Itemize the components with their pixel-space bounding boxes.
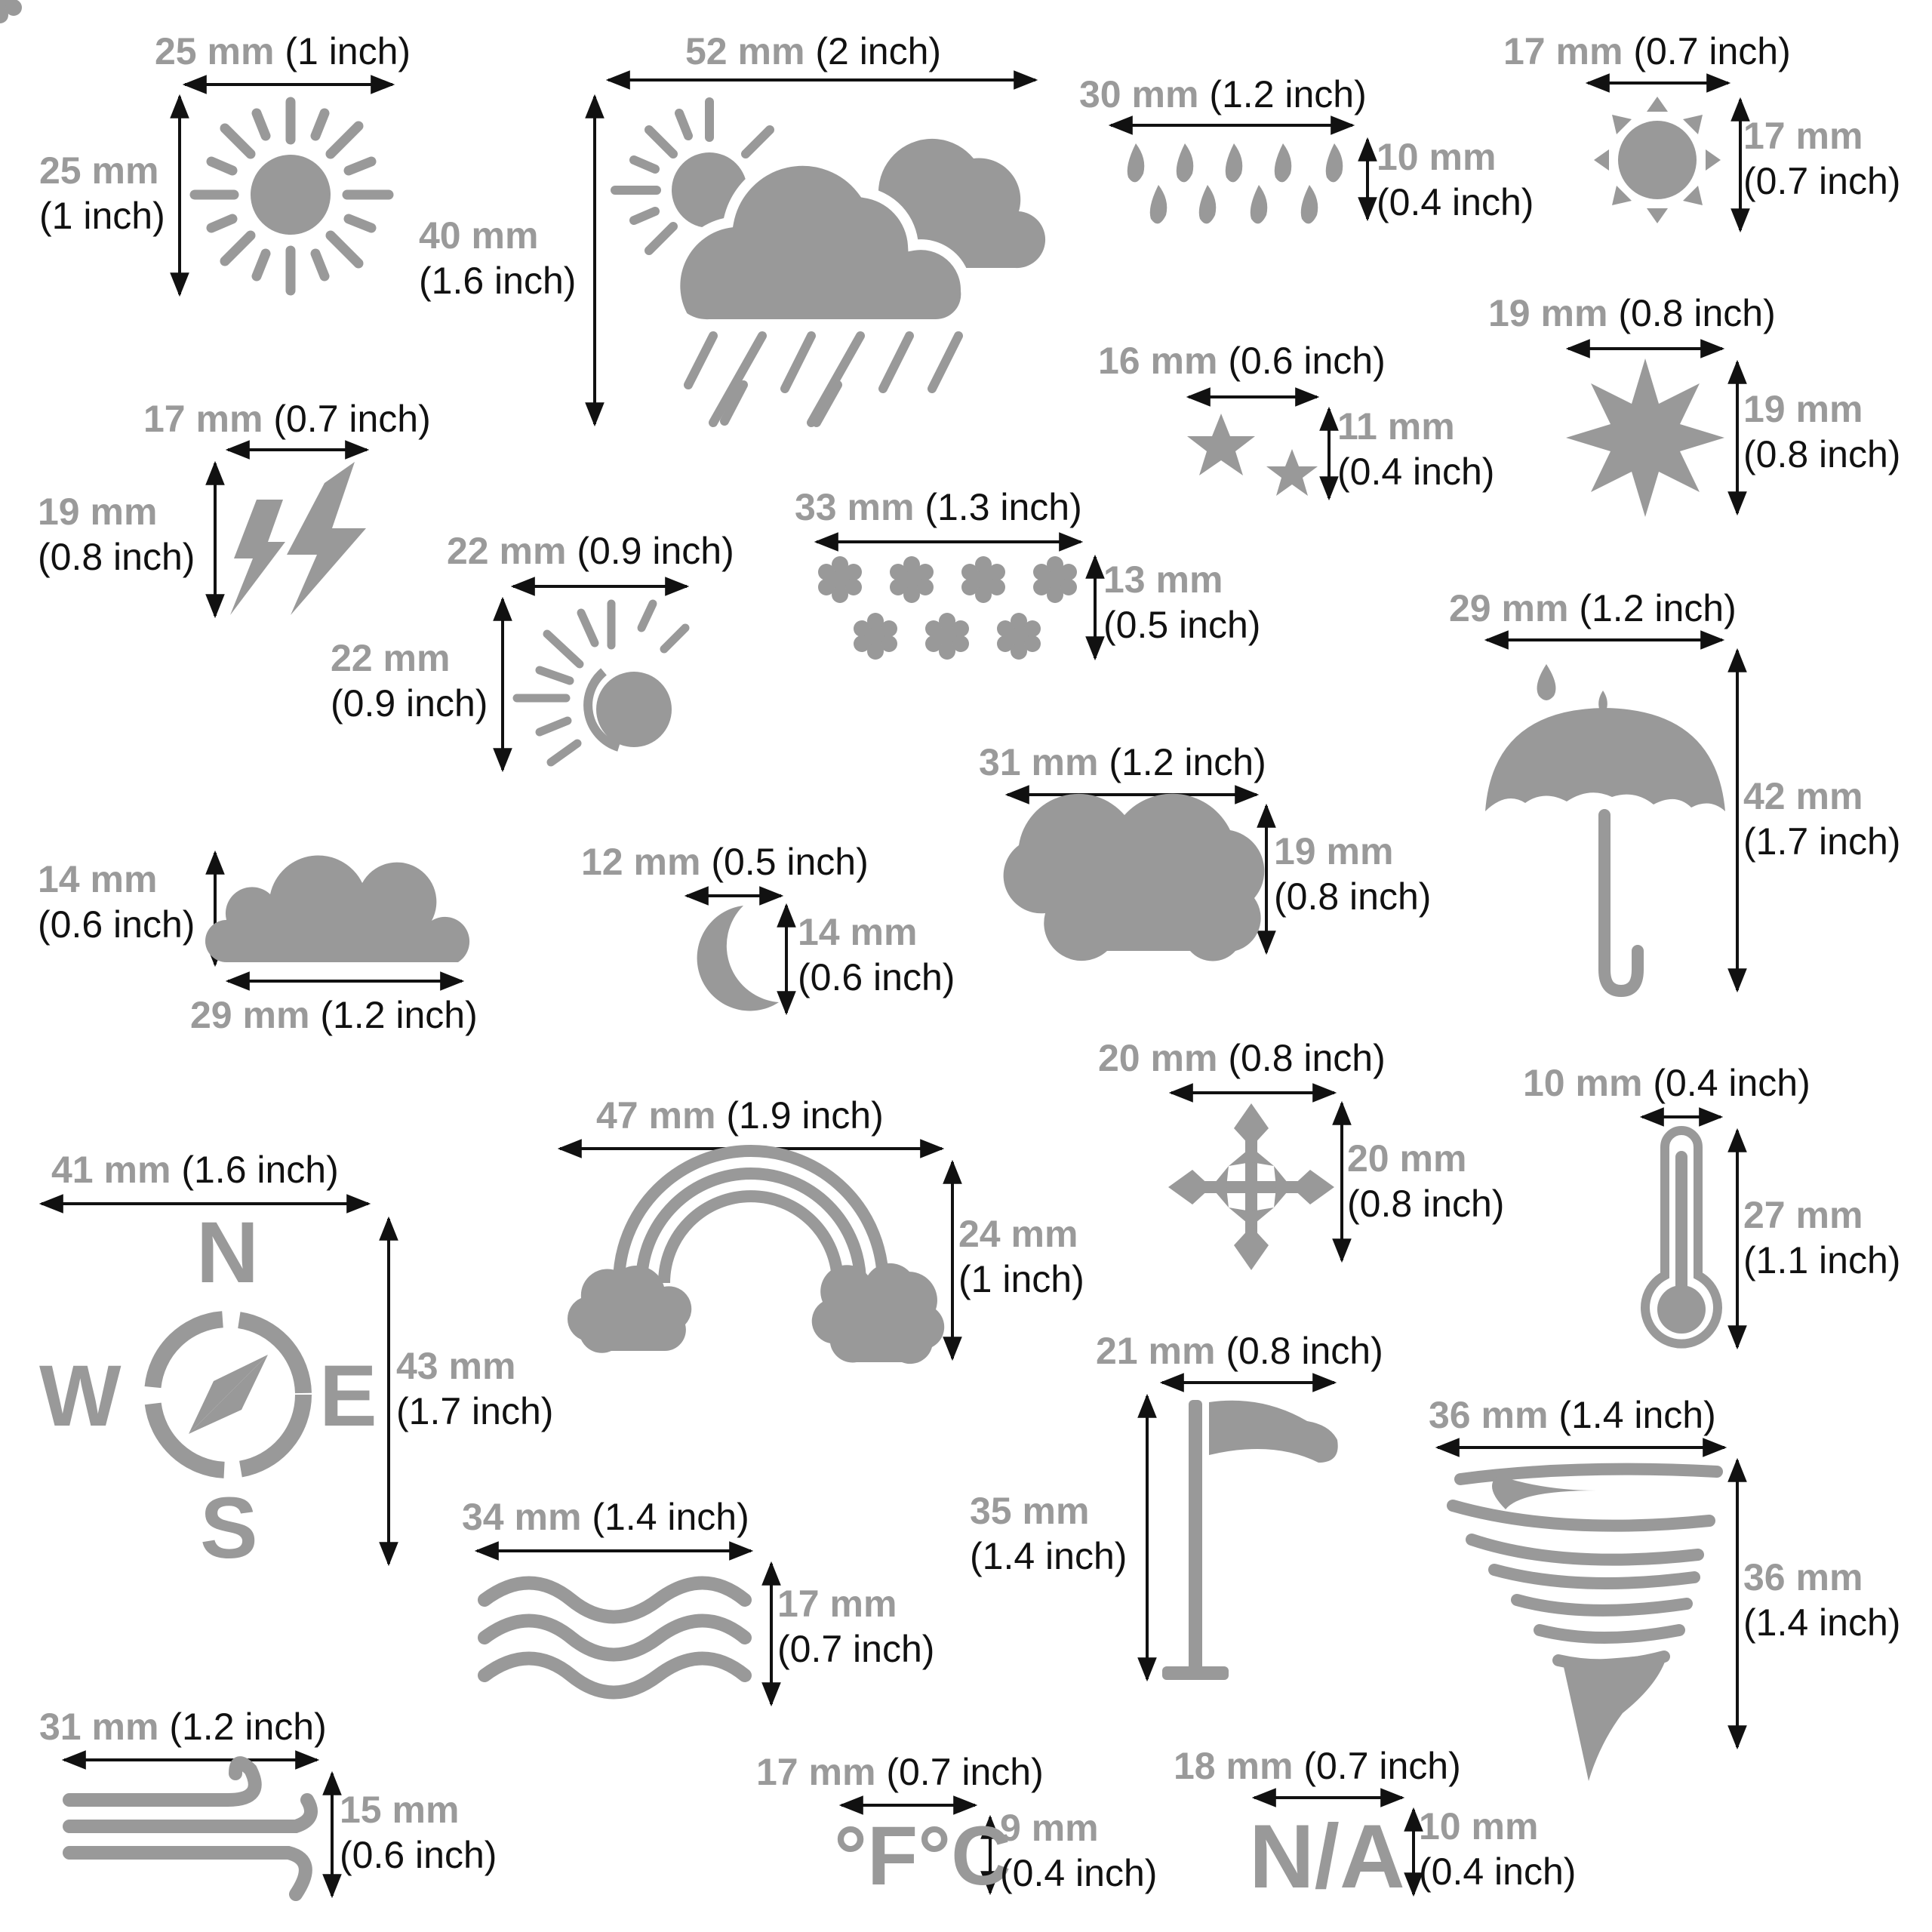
- sun-moon-icon: [512, 599, 690, 767]
- small-cloud-icon: [205, 855, 470, 962]
- snowflake-width-label: 20 mm (0.8 inch): [1098, 1037, 1386, 1079]
- waves-icon: [478, 1576, 752, 1700]
- sun-cloud-rain-width-label: 52 mm (2 inch): [685, 30, 942, 72]
- wind-width-label: 31 mm (1.2 inch): [39, 1706, 327, 1748]
- not-available-icon: N/A: [1249, 1806, 1405, 1907]
- snowflakes-width-label: 33 mm (1.3 inch): [795, 486, 1082, 528]
- snowflake-height-label: 20 mm(0.8 inch): [1347, 1137, 1505, 1225]
- flag-height-label: 35 mm(1.4 inch): [970, 1490, 1128, 1577]
- crescent-moon-icon: [697, 906, 779, 1011]
- tornado-height-label: 36 mm(1.4 inch): [1743, 1556, 1901, 1644]
- small-sun-width-label: 17 mm (0.7 inch): [1503, 30, 1791, 72]
- small-sun-height-label: 17 mm(0.7 inch): [1743, 115, 1901, 202]
- waves-height-label: 17 mm(0.7 inch): [777, 1583, 935, 1670]
- stars-icon: [1187, 414, 1318, 496]
- star-burst-height-label: 19 mm(0.8 inch): [1743, 388, 1901, 475]
- compass-letter-e: E: [319, 1348, 377, 1444]
- lightning-icon: [230, 462, 366, 615]
- compass-letter-w: W: [39, 1348, 122, 1444]
- raindrops-icon: [1127, 143, 1343, 224]
- sun-moon-height-label: 22 mm(0.9 inch): [331, 637, 488, 724]
- small-cloud-height-label: 14 mm(0.6 inch): [38, 858, 195, 946]
- wind-icon: [63, 1756, 318, 1901]
- na-height-label: 10 mm(0.4 inch): [1419, 1805, 1577, 1893]
- flag-width-label: 21 mm (0.8 inch): [1096, 1330, 1383, 1372]
- big-cloud-height-label: 19 mm(0.8 inch): [1274, 830, 1432, 918]
- sun-height-label: 25 mm(1 inch): [39, 149, 165, 237]
- small-cloud-width-label: 29 mm (1.2 inch): [190, 994, 478, 1036]
- rainbow-width-label: 47 mm (1.9 inch): [596, 1094, 884, 1137]
- na-width-label: 18 mm (0.7 inch): [1174, 1745, 1461, 1787]
- thermometer-icon: [1641, 1126, 1722, 1349]
- compass-height-label: 43 mm(1.7 inch): [396, 1345, 554, 1432]
- fc-height-label: 9 mm(0.4 inch): [1000, 1807, 1158, 1894]
- compass-width-label: 41 mm (1.6 inch): [51, 1149, 339, 1191]
- rainbow-icon: [567, 1145, 945, 1364]
- thermometer-width-label: 10 mm (0.4 inch): [1523, 1062, 1810, 1104]
- stars-width-label: 16 mm (0.6 inch): [1098, 340, 1386, 382]
- snowflake-icon: [1168, 1103, 1334, 1270]
- umbrella-icon: [1485, 664, 1725, 998]
- wind-flag-icon: [1162, 1400, 1338, 1680]
- umbrella-height-label: 42 mm(1.7 inch): [1743, 775, 1901, 863]
- umbrella-width-label: 29 mm (1.2 inch): [1449, 587, 1737, 629]
- eight-point-star-icon: [1566, 358, 1724, 517]
- snowflakes-icon: [0, 0, 1077, 660]
- stars-height-label: 11 mm(0.4 inch): [1337, 405, 1495, 493]
- snowflakes-height-label: 13 mm(0.5 inch): [1103, 558, 1261, 646]
- wind-height-label: 15 mm(0.6 inch): [340, 1789, 497, 1876]
- sun-width-label: 25 mm (1 inch): [155, 30, 411, 72]
- raindrops-width-label: 30 mm (1.2 inch): [1079, 73, 1367, 115]
- moon-height-label: 14 mm(0.6 inch): [798, 911, 955, 998]
- raindrops-height-label: 10 mm(0.4 inch): [1377, 136, 1534, 223]
- cloud-icon: [1003, 793, 1265, 961]
- lightning-width-label: 17 mm (0.7 inch): [143, 398, 431, 440]
- sun-icon: [189, 97, 394, 296]
- big-cloud-width-label: 31 mm (1.2 inch): [979, 741, 1266, 783]
- compass-letter-s: S: [200, 1480, 258, 1577]
- tornado-width-label: 36 mm (1.4 inch): [1429, 1394, 1716, 1436]
- fahrenheit-celsius-icon: °F°C: [834, 1810, 1011, 1903]
- small-sun-icon: [1594, 97, 1721, 223]
- lightning-height-label: 19 mm(0.8 inch): [38, 491, 195, 578]
- thermometer-height-label: 27 mm(1.1 inch): [1743, 1194, 1901, 1281]
- fc-width-label: 17 mm (0.7 inch): [756, 1751, 1044, 1793]
- moon-width-label: 12 mm (0.5 inch): [581, 841, 869, 883]
- waves-width-label: 34 mm (1.4 inch): [462, 1496, 749, 1538]
- rainbow-height-label: 24 mm(1 inch): [958, 1213, 1084, 1300]
- sun-cloud-rain-height-label: 40 mm(1.6 inch): [419, 214, 577, 302]
- compass-icon: [144, 1311, 312, 1478]
- sun-moon-width-label: 22 mm (0.9 inch): [447, 530, 734, 572]
- compass-letter-n: N: [196, 1204, 260, 1301]
- star-burst-width-label: 19 mm (0.8 inch): [1488, 292, 1776, 334]
- sun-cloud-rain-icon: [611, 97, 1046, 427]
- tornado-icon: [1447, 1463, 1723, 1781]
